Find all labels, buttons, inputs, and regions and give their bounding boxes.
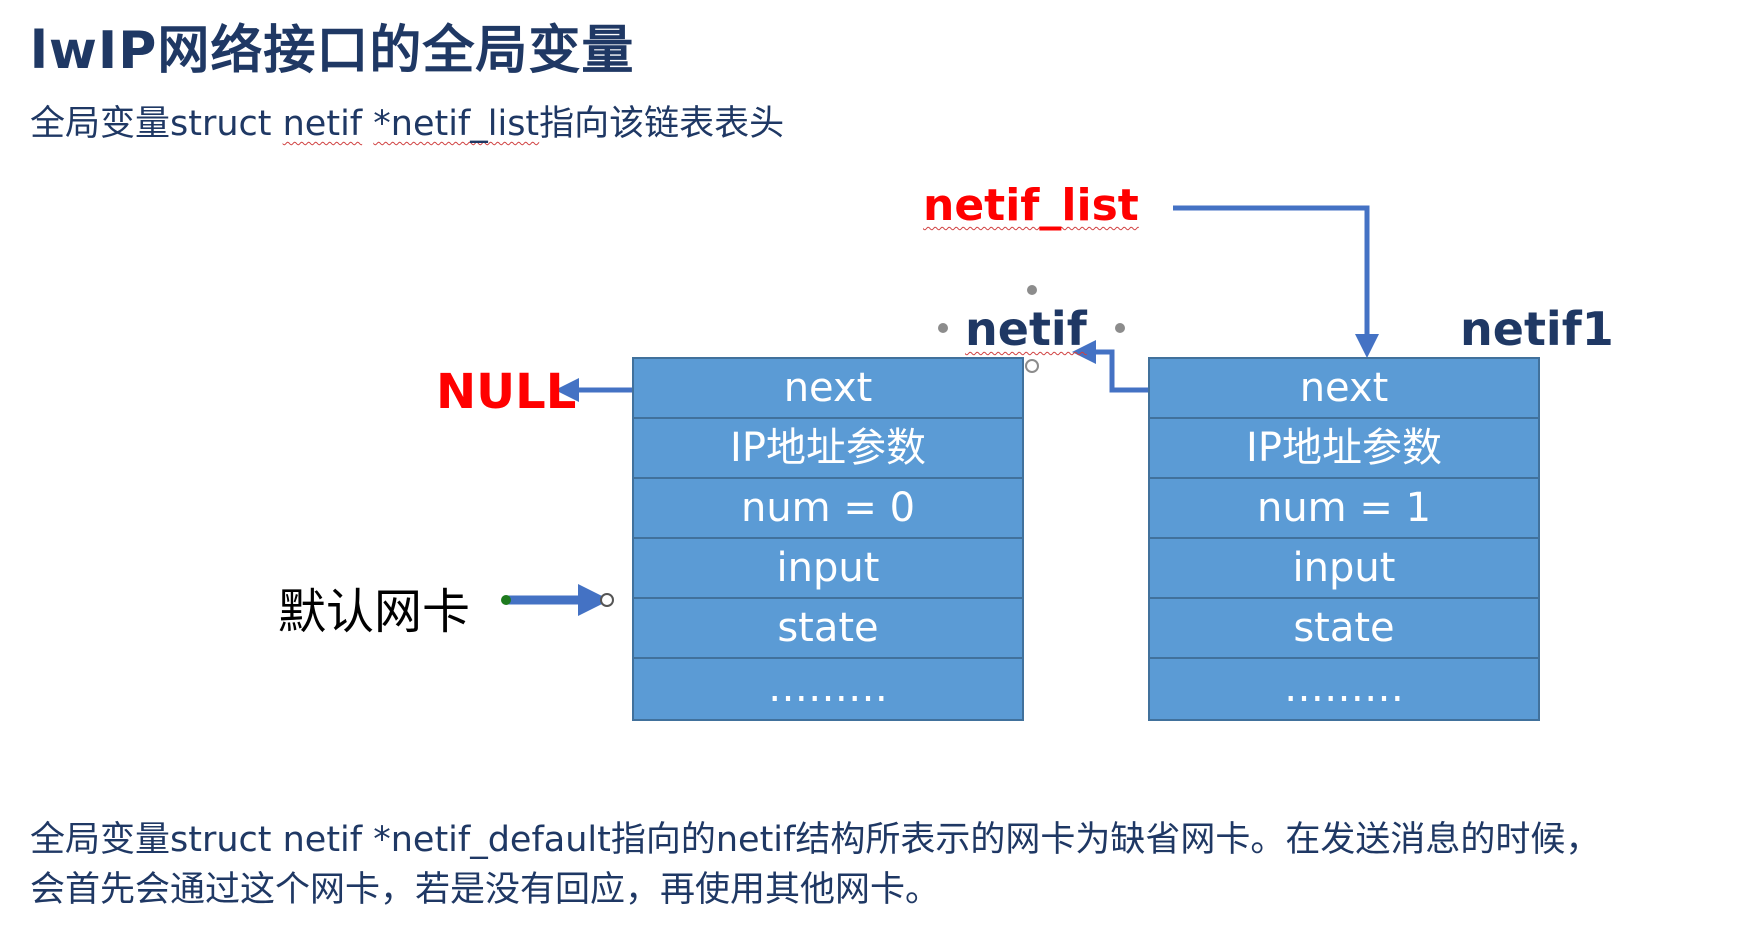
netif-list-arrow [1173,205,1379,358]
netif1-struct: next IP地址参数 num = 1 input state ……… [1148,357,1540,721]
default-arrow-end-handle [600,593,614,607]
default-nic-label: 默认网卡 [278,584,471,640]
netif-row-ip: IP地址参数 [634,419,1022,479]
selection-handle-top [1027,285,1037,295]
netif-list-label: netif_list [923,180,1139,231]
netif-row-input: input [634,539,1022,599]
selection-handle-bottom [1025,359,1039,373]
netif-row-more: ……… [768,665,888,711]
netif1-row-next: next [1150,359,1538,419]
netif1-row-state: state [1150,599,1538,659]
netif1-label: netif1 [1460,302,1614,356]
paragraph-line-2: 会首先会通过这个网卡，若是没有回应，再使用其他网卡。 [30,870,941,910]
selection-handle-right [1115,323,1125,333]
subtitle-suffix: 指向该链表表头 [539,104,785,144]
netif1-next-arrow [1072,340,1148,393]
netif-struct: next IP地址参数 num = 0 input state ……… [632,357,1024,721]
subtitle: 全局变量struct netif *netif_list指向该链表表头 [30,95,784,146]
netif-row-state: state [634,599,1022,659]
netif-label: netif [965,302,1087,356]
paragraph-line-1: 全局变量struct netif *netif_default指向的netif结… [30,820,1601,860]
netif1-row-input: input [1150,539,1538,599]
explanation-paragraph: 全局变量struct netif *netif_default指向的netif结… [30,815,1600,915]
netif-row-num: num = 0 [634,479,1022,539]
netif1-row-more: ……… [1284,665,1404,711]
netif-row-next: next [634,359,1022,419]
subtitle-netif: netif [282,104,363,144]
subtitle-prefix: 全局变量struct [30,104,283,144]
selection-handle-left [938,323,948,333]
netif1-row-num: num = 1 [1150,479,1538,539]
slide-title: lwIP网络接口的全局变量 [30,21,635,81]
subtitle-netif-list: *netif_list [373,104,540,144]
null-label: NULL [436,364,577,420]
netif1-row-ip: IP地址参数 [1150,419,1538,479]
default-arrow-start-dot [501,595,511,605]
